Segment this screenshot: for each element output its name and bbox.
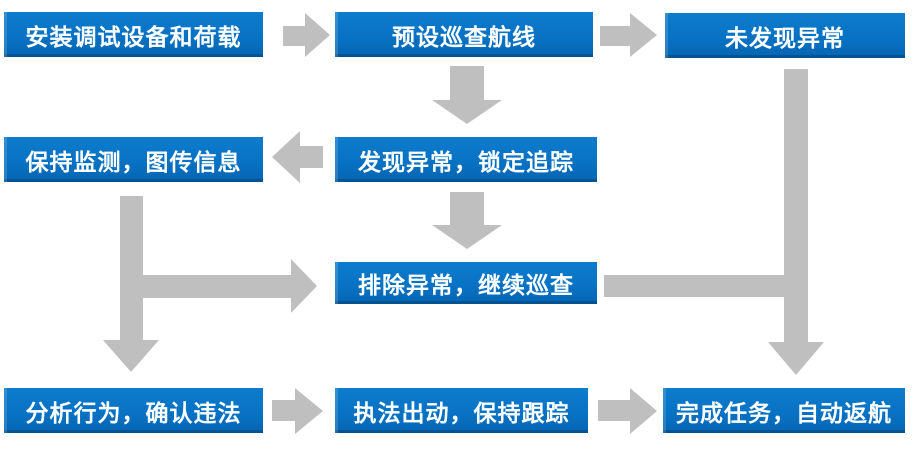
- arrow-monitor-to-analyze-head-icon: [103, 340, 159, 372]
- node-route: 预设巡查航线: [335, 12, 593, 57]
- arrow-route-to-found-shaft: [450, 66, 484, 102]
- node-found: 发现异常，锁定追踪: [335, 137, 597, 182]
- arrow-found-to-resolve-head-icon: [432, 225, 502, 249]
- arrow-found-to-monitor-shaft: [300, 146, 323, 168]
- arrow-enforce-to-return-head-icon: [630, 388, 657, 434]
- node-analyze: 分析行为，确认违法: [4, 388, 263, 433]
- node-install: 安装调试设备和荷载: [4, 12, 263, 57]
- arrow-monitor-to-resolve-head-icon: [291, 259, 317, 313]
- arrow-found-to-monitor-head-icon: [272, 131, 300, 183]
- arrow-found-to-resolve-shaft: [450, 192, 484, 226]
- connector-monitor-to-resolve-branch-shaft: [143, 275, 291, 298]
- arrow-analyze-to-enforce-shaft: [272, 400, 295, 421]
- node-enforce: 执法出动，保持跟踪: [335, 388, 588, 433]
- arrow-route-to-no-anomaly-shaft: [600, 26, 630, 46]
- node-monitor: 保持监测，图传信息: [4, 137, 263, 182]
- connector-monitor-down-shaft: [120, 196, 143, 342]
- connector-resolve-to-return-branch-shaft: [604, 275, 784, 297]
- node-no-anomaly: 未发现异常: [665, 13, 905, 58]
- arrow-route-to-no-anomaly-head-icon: [630, 13, 657, 57]
- arrow-to-return-head-icon: [768, 342, 824, 375]
- connector-no-anomaly-down-shaft: [784, 69, 808, 342]
- node-return: 完成任务，自动返航: [663, 388, 905, 433]
- arrow-route-to-found-head-icon: [432, 100, 502, 124]
- arrow-enforce-to-return-shaft: [598, 400, 630, 421]
- arrow-install-to-route-head-icon: [305, 13, 330, 57]
- arrow-install-to-route-shaft: [283, 26, 305, 46]
- arrow-analyze-to-enforce-head-icon: [295, 388, 323, 434]
- node-resolve: 排除异常，继续巡查: [335, 262, 597, 304]
